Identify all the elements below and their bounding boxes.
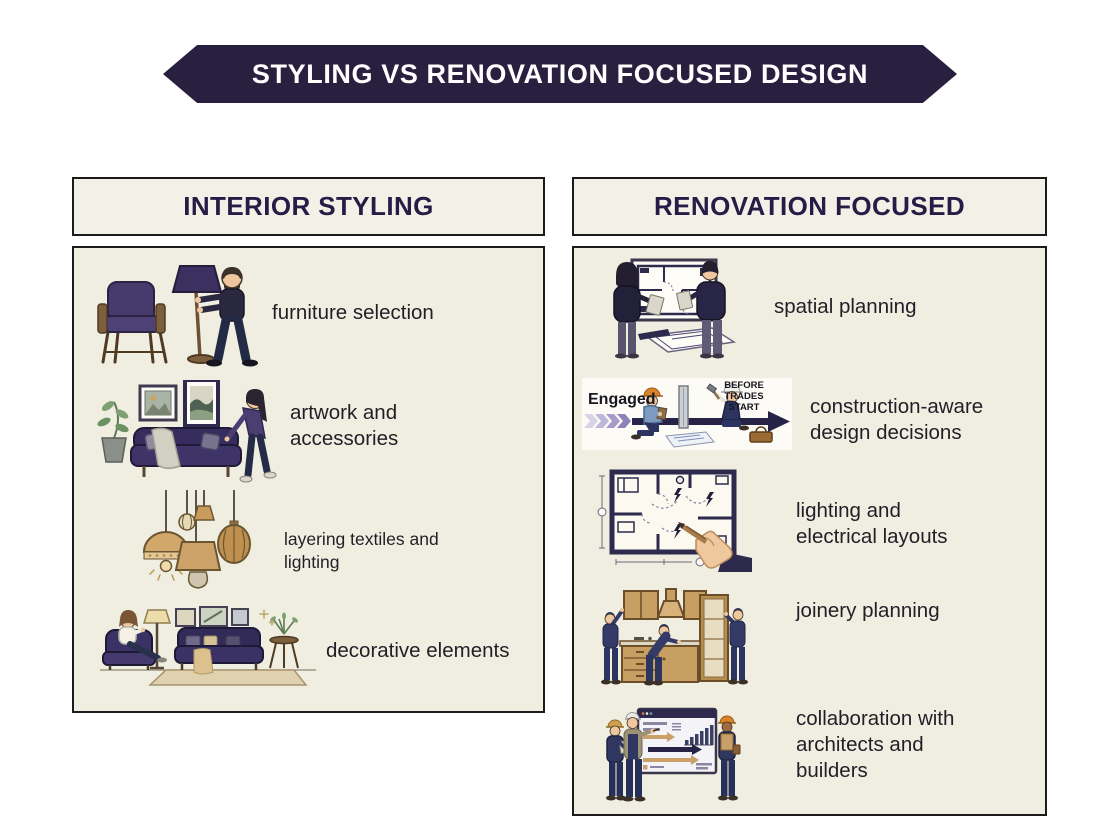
pendant-lights-illustration [130,490,260,592]
construction-timeline-illustration: Engaged BEFORE TRADES START [582,378,792,450]
item-label: joinery planning [796,599,940,622]
item-label: lighting and electrical layouts [796,499,948,549]
item-label: furniture selection [272,301,434,324]
interior-styling-panel: furniture selection [72,246,545,713]
left-column-header: INTERIOR STYLING [72,177,545,236]
item-label: collaboration with architects and builde… [796,707,955,783]
team-presentation-illustration [600,700,748,808]
armchair-floor-lamp-illustration [94,258,269,370]
kitchen-cabinet-install-illustration [600,584,748,692]
floor-plan-review-illustration [594,256,752,360]
item-label: layering textiles and lighting [284,529,439,572]
electrical-plan-hand-illustration [594,468,752,572]
left-column-title: INTERIOR STYLING [183,191,434,221]
styled-living-room-illustration [98,606,318,688]
title-banner: STYLING VS RENOVATION FOCUSED DESIGN [163,45,957,103]
item-label: construction-aware design decisions [810,395,984,445]
item-label: spatial planning [774,295,917,318]
engaged-label: Engaged [588,391,656,408]
item-label: decorative elements [326,639,510,662]
right-column-title: RENOVATION FOCUSED [653,191,966,221]
page-title: STYLING VS RENOVATION FOCUSED DESIGN [251,58,869,89]
renovation-focused-panel: spatial planning [572,246,1047,816]
item-label: artwork and accessories [290,401,399,451]
sofa-framed-art-illustration [90,380,282,484]
before-trades-start-label: BEFORE TRADES START [724,380,764,414]
right-column-header: RENOVATION FOCUSED [572,177,1047,236]
